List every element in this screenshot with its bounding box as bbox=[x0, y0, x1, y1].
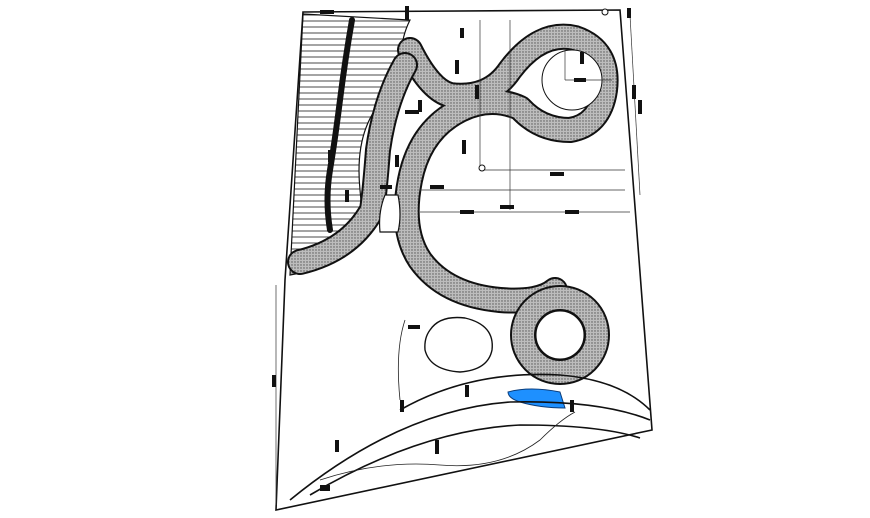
lower-large-arc bbox=[289, 401, 651, 501]
dark-stream bbox=[324, 17, 355, 233]
site-boundary bbox=[275, 9, 653, 511]
internal-curve bbox=[319, 411, 576, 481]
water-feature bbox=[507, 388, 566, 409]
small-island bbox=[378, 194, 401, 233]
survey-point bbox=[478, 164, 486, 172]
dimension-ticks bbox=[272, 6, 642, 491]
kidney-pond bbox=[424, 316, 493, 373]
survey-point bbox=[601, 8, 609, 16]
dimension-lines bbox=[275, 14, 641, 505]
inner-boundary-curve bbox=[397, 319, 406, 401]
left-walkway bbox=[289, 54, 416, 273]
lower-circle-walkway bbox=[512, 287, 608, 383]
curved-boundary-upper bbox=[399, 373, 651, 411]
lower-inner-arc bbox=[309, 424, 641, 496]
lower-circle-lawn bbox=[535, 310, 585, 360]
